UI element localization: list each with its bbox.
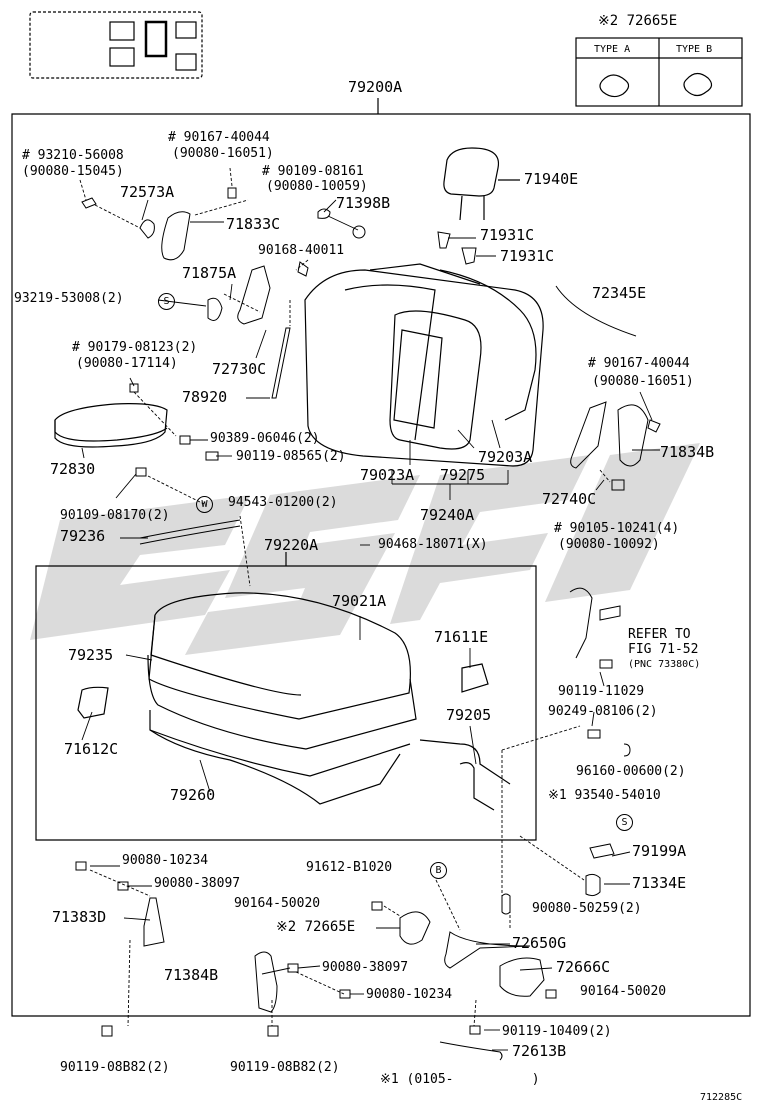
part-90119-11029[interactable]: 90119-11029 (558, 684, 645, 699)
part-79220A[interactable]: 79220A (264, 536, 319, 554)
part-90119-08B82-b[interactable]: 90119-08B82(2) (230, 1060, 340, 1075)
part-90168-40011[interactable]: 90168-40011 (258, 243, 345, 258)
note2-part-72665E[interactable]: ※2 72665E (598, 13, 678, 29)
part-90109-08170[interactable]: 90109-08170(2) (60, 508, 170, 523)
part-90164-50020-a[interactable]: 90164-50020 (234, 896, 321, 911)
type-a-label: TYPE A (594, 44, 631, 55)
part-90080-50259[interactable]: 90080-50259(2) (532, 901, 642, 916)
assembly-number-79200A[interactable]: 79200A (348, 78, 403, 96)
part-90119-08565[interactable]: 90119-08565(2) (236, 449, 346, 464)
seat-map-icon (29, 11, 203, 79)
part-79023A[interactable]: 79023A (360, 466, 415, 484)
part-71931C-2[interactable]: 71931C (500, 247, 555, 265)
part-79205[interactable]: 79205 (446, 706, 492, 724)
part-90109-08161[interactable]: # 90109-08161 (262, 164, 364, 179)
part-79021A[interactable]: 79021A (332, 592, 387, 610)
part-72613B[interactable]: 72613B (512, 1042, 567, 1060)
part-90080-10234-a[interactable]: 90080-10234 (122, 853, 209, 868)
refer-note-2[interactable]: FIG 71-52 (628, 642, 699, 657)
part-90080-10092[interactable]: (90080-10092) (558, 537, 660, 552)
part-72573A[interactable]: 72573A (120, 183, 175, 201)
part-72650G[interactable]: 72650G (512, 934, 567, 952)
part-71384B[interactable]: 71384B (164, 966, 219, 984)
hardware-art (75, 187, 661, 1061)
part-94543-01200[interactable]: 94543-01200(2) (228, 495, 338, 510)
part-71612C[interactable]: 71612C (64, 740, 119, 758)
headrest-art (443, 147, 520, 221)
part-90080-10234-b[interactable]: 90080-10234 (366, 987, 453, 1002)
part-90080-10059[interactable]: (90080-10059) (266, 179, 368, 194)
document-number: 712285C (700, 1092, 743, 1103)
part-78920[interactable]: 78920 (182, 388, 228, 406)
marker-b: B (430, 862, 447, 879)
part-71834B[interactable]: 71834B (660, 443, 715, 461)
refer-note-3: (PNC 73380C) (628, 659, 701, 670)
part-90249-08106[interactable]: 90249-08106(2) (548, 704, 658, 719)
part-93210-56008[interactable]: # 93210-56008 (22, 148, 124, 163)
part-72730C[interactable]: 72730C (212, 360, 267, 378)
part-90167-40044-b[interactable]: # 90167-40044 (588, 356, 690, 371)
refer-note-1: REFER TO (628, 627, 691, 642)
part-90080-15045[interactable]: (90080-15045) (22, 164, 124, 179)
part-90080-17114[interactable]: (90080-17114) (76, 356, 178, 371)
part-90119-08B82-a[interactable]: 90119-08B82(2) (60, 1060, 170, 1075)
part-79275[interactable]: 79275 (440, 466, 486, 484)
part-79199A[interactable]: 79199A (632, 842, 687, 860)
part-90119-10409[interactable]: 90119-10409(2) (502, 1024, 612, 1039)
armrest-art (54, 403, 168, 448)
assembly-frame (11, 113, 751, 1017)
part-72665E[interactable]: ※2 72665E (276, 919, 356, 935)
part-71398B[interactable]: 71398B (336, 194, 391, 212)
part-79236[interactable]: 79236 (60, 527, 106, 545)
part-79260[interactable]: 79260 (170, 786, 216, 804)
footnote-0105: ※1 (0105- ) (380, 1072, 540, 1087)
type-table (575, 37, 743, 107)
leader-lines (79, 167, 660, 1051)
part-71334E[interactable]: 71334E (632, 874, 687, 892)
part-90080-16051-a[interactable]: (90080-16051) (172, 146, 274, 161)
part-90167-40044-a[interactable]: # 90167-40044 (168, 130, 270, 145)
part-71931C-1[interactable]: 71931C (480, 226, 535, 244)
part-90080-16051-b[interactable]: (90080-16051) (592, 374, 694, 389)
part-72740C[interactable]: 72740C (542, 490, 597, 508)
part-79203A[interactable]: 79203A (478, 448, 533, 466)
part-72666C[interactable]: 72666C (556, 958, 611, 976)
part-71383D[interactable]: 71383D (52, 908, 107, 926)
part-96160-00600[interactable]: 96160-00600(2) (576, 764, 686, 779)
part-71833C[interactable]: 71833C (226, 215, 281, 233)
part-71611E[interactable]: 71611E (434, 628, 489, 646)
part-93219-53008[interactable]: 93219-53008(2) (14, 291, 124, 306)
seatback-art (304, 263, 544, 467)
part-79235[interactable]: 79235 (68, 646, 114, 664)
part-72345E[interactable]: 72345E (592, 284, 647, 302)
type-b-label: TYPE B (676, 44, 713, 55)
cushion-frame (35, 565, 537, 841)
cushion-art (77, 592, 511, 811)
part-71940E[interactable]: 71940E (524, 170, 579, 188)
part-90080-38097-a[interactable]: 90080-38097 (154, 876, 241, 891)
part-71875A[interactable]: 71875A (182, 264, 237, 282)
part-90468-18071[interactable]: 90468-18071(X) (378, 537, 488, 552)
marker-s-2: S (616, 814, 633, 831)
marker-w: W (196, 496, 213, 513)
part-90389-06046[interactable]: 90389-06046(2) (210, 431, 320, 446)
part-90179-08123[interactable]: # 90179-08123(2) (72, 340, 198, 355)
part-91612-B1020[interactable]: 91612-B1020 (306, 860, 393, 875)
part-79240A[interactable]: 79240A (420, 506, 475, 524)
part-93540-54010[interactable]: ※1 93540-54010 (548, 788, 661, 803)
part-72830[interactable]: 72830 (50, 460, 96, 478)
part-90105-10241[interactable]: # 90105-10241(4) (554, 521, 680, 536)
part-90080-38097-b[interactable]: 90080-38097 (322, 960, 409, 975)
part-90164-50020-b[interactable]: 90164-50020 (580, 984, 667, 999)
marker-s-1: S (158, 293, 175, 310)
